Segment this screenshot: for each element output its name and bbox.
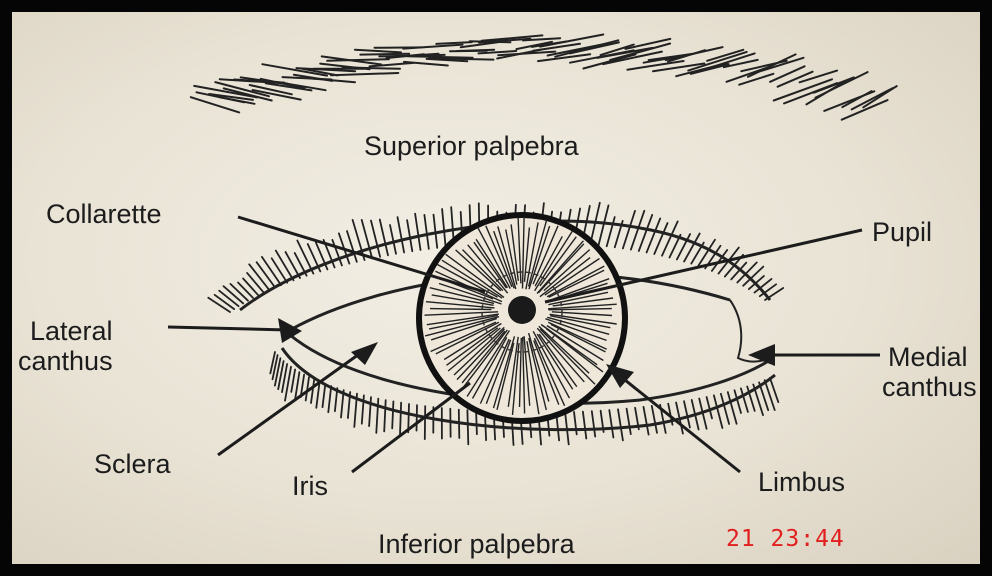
upper-lash bbox=[607, 217, 615, 246]
lower-lash bbox=[417, 405, 418, 431]
upper-lash bbox=[424, 215, 428, 249]
lower-lash bbox=[592, 411, 595, 436]
upper-lash bbox=[398, 217, 405, 252]
eyebrow-hair bbox=[343, 67, 400, 68]
lower-lash bbox=[707, 397, 712, 418]
upper-lash bbox=[662, 221, 678, 255]
lower-lash bbox=[328, 386, 331, 412]
lower-lash bbox=[295, 372, 299, 398]
upper-lash bbox=[272, 258, 288, 282]
upper-lash bbox=[407, 220, 412, 251]
lower-lash bbox=[644, 407, 649, 435]
paper-page: Superior palpebra Collarette Pupil Later… bbox=[12, 12, 980, 564]
eyebrow-hair bbox=[436, 42, 472, 44]
lateral-canthus-line bbox=[168, 327, 288, 330]
lower-lash bbox=[311, 380, 314, 404]
upper-lash bbox=[208, 298, 230, 312]
upper-lash bbox=[347, 231, 357, 262]
lower-lash bbox=[583, 412, 586, 439]
upper-lash bbox=[362, 220, 373, 259]
upper-lash bbox=[599, 205, 609, 245]
upper-lash bbox=[215, 295, 235, 309]
limbus-label: Limbus bbox=[758, 468, 845, 496]
medial-canthus-arrowhead bbox=[748, 344, 775, 366]
sclera-arrowhead bbox=[351, 342, 378, 365]
lower-lash bbox=[392, 401, 393, 428]
eyebrow bbox=[191, 35, 897, 120]
lower-lash bbox=[369, 397, 371, 426]
upper-lash bbox=[737, 262, 757, 282]
inferior-palpebra-label: Inferior palpebra bbox=[378, 530, 575, 558]
superior-palpebra-label: Superior palpebra bbox=[364, 132, 579, 160]
medial-canthus-label-line1: Medial bbox=[888, 342, 980, 372]
lower-lash bbox=[735, 390, 742, 413]
upper-lash bbox=[442, 209, 446, 247]
lower-lash bbox=[652, 406, 657, 433]
sclera-label: Sclera bbox=[94, 450, 171, 478]
upper-lash bbox=[276, 251, 294, 281]
lateral-canthus-label-line1: Lateral bbox=[30, 316, 125, 346]
camera-timestamp: 21 23:44 bbox=[726, 526, 845, 552]
upper-lash bbox=[238, 283, 253, 298]
lower-lash bbox=[714, 395, 723, 428]
lower-lash bbox=[627, 409, 631, 435]
lower-lash bbox=[400, 403, 401, 435]
upper-lash bbox=[257, 262, 276, 287]
upper-lash bbox=[415, 214, 420, 250]
eyebrow-hair bbox=[691, 64, 729, 74]
lower-lash bbox=[384, 400, 386, 431]
upper-lash bbox=[371, 221, 380, 257]
upper-lash bbox=[219, 291, 238, 307]
eyebrow-hair bbox=[625, 39, 670, 49]
lower-lash bbox=[323, 384, 326, 407]
eyebrow-hair bbox=[355, 50, 401, 53]
eyebrow-hair bbox=[360, 54, 409, 55]
iris-label: Iris bbox=[292, 472, 328, 500]
pupil bbox=[508, 296, 536, 324]
lower-lash bbox=[376, 399, 378, 433]
upper-lash bbox=[380, 220, 388, 256]
upper-lash bbox=[224, 286, 244, 303]
upper-lash bbox=[243, 279, 258, 296]
collarette-label: Collarette bbox=[46, 200, 162, 228]
lower-lash bbox=[721, 394, 729, 424]
upper-lash bbox=[262, 257, 281, 285]
lower-lash bbox=[684, 401, 690, 427]
eyebrow-hair bbox=[331, 73, 398, 75]
upper-lash bbox=[230, 284, 248, 301]
lateral-canthus-label: Lateral canthus bbox=[18, 316, 113, 376]
eyebrow-hair bbox=[814, 77, 854, 92]
medial-canthus-label: Medial canthus bbox=[882, 342, 977, 402]
lateral-canthus-label-line2: canthus bbox=[18, 346, 113, 376]
lower-lash bbox=[476, 411, 477, 434]
lower-lash bbox=[609, 410, 613, 438]
lower-lash bbox=[618, 409, 623, 440]
eyebrow-hair bbox=[770, 66, 805, 82]
lateral-canthus-arrowhead bbox=[278, 318, 302, 343]
upper-lash bbox=[390, 225, 396, 254]
pupil-label: Pupil bbox=[872, 218, 932, 246]
upper-lash bbox=[684, 234, 700, 262]
medial-canthus-label-line2: canthus bbox=[882, 372, 977, 402]
lower-lash bbox=[291, 370, 295, 392]
lower-lash bbox=[467, 410, 468, 444]
eyebrow-hair bbox=[327, 59, 389, 61]
eyebrow-hair bbox=[457, 50, 494, 51]
eyebrow-hair bbox=[429, 58, 494, 59]
lower-lash bbox=[728, 392, 737, 424]
iris-line bbox=[352, 383, 470, 472]
lower-lash bbox=[741, 388, 748, 412]
upper-lash bbox=[247, 273, 264, 293]
